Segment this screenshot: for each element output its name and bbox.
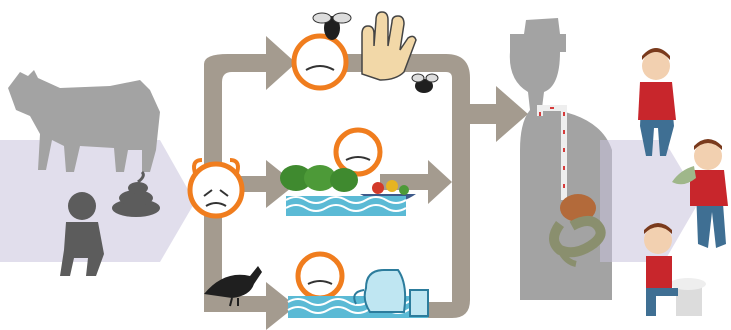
fly-icon — [412, 74, 438, 93]
human-silhouette-icon — [510, 18, 612, 300]
germ-icon — [190, 160, 242, 216]
water-waves-icon — [286, 196, 406, 216]
germ-icon — [294, 36, 346, 88]
germ-icon — [298, 254, 342, 298]
drinking-glass-icon — [410, 290, 428, 316]
sick-person-stomach-ache-icon — [638, 48, 676, 156]
water-waves-icon — [288, 296, 428, 318]
germ-icon — [336, 130, 380, 174]
